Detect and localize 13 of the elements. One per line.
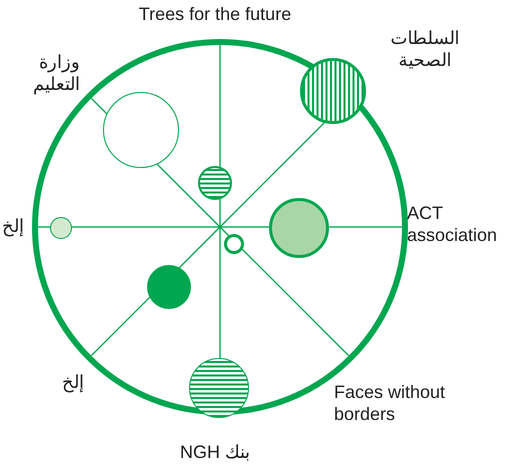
label-text: وزارة التعليم bbox=[33, 52, 80, 94]
striped-circle bbox=[198, 166, 232, 200]
label-text: السلطات الصحية bbox=[390, 28, 460, 70]
solid-circle bbox=[147, 265, 191, 309]
hollow-circle bbox=[224, 234, 244, 254]
striped-circle bbox=[300, 58, 366, 124]
label-text: بنك NGH bbox=[180, 442, 250, 462]
label-text: ACT association bbox=[407, 203, 498, 245]
label-text: إلخ bbox=[2, 216, 24, 236]
label-text: إلخ bbox=[62, 372, 84, 392]
label-text: Faces without borders bbox=[334, 382, 446, 424]
pale-circle bbox=[50, 217, 72, 239]
label-text: Trees for the future bbox=[138, 4, 292, 24]
